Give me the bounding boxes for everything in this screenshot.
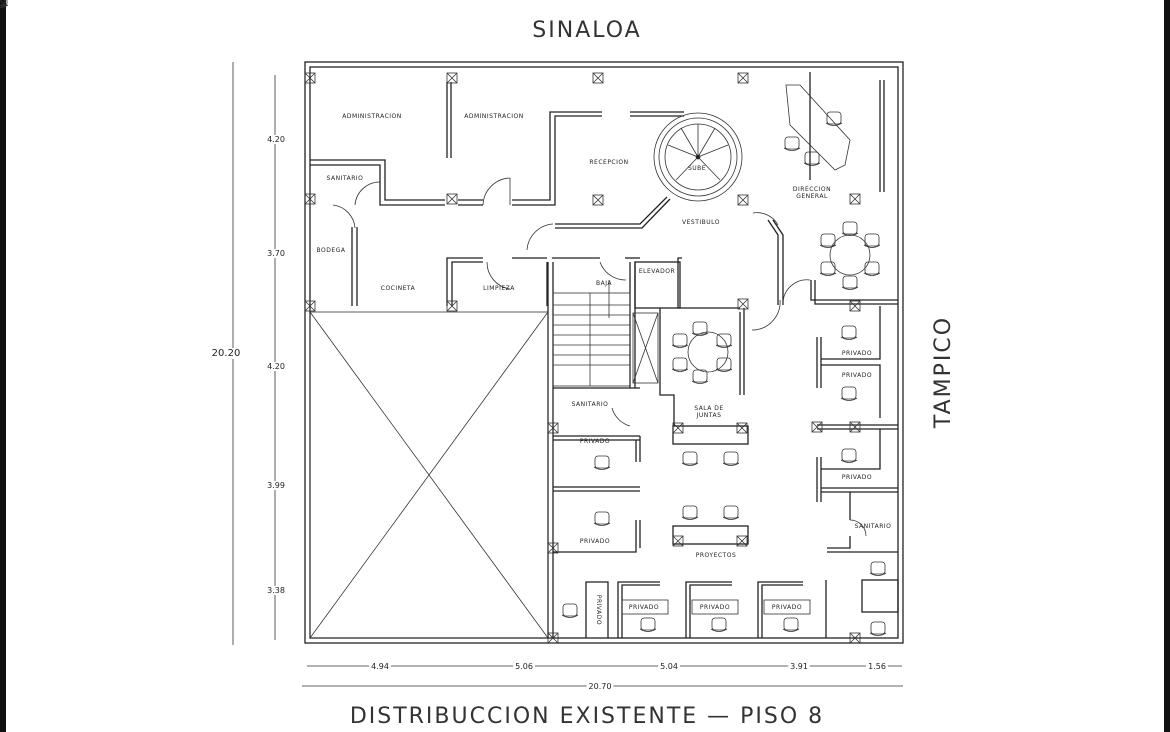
label-privado: PRIVADO bbox=[629, 604, 659, 611]
stair-straight bbox=[552, 280, 631, 387]
label-limpieza: LIMPIEZA bbox=[483, 285, 515, 292]
dim-bottom-1: 4.94 bbox=[371, 662, 389, 671]
label-privado: PRIVADO bbox=[772, 604, 802, 611]
dim-bottom-4: 3.91 bbox=[790, 662, 808, 671]
dim-label-mask bbox=[265, 481, 287, 490]
dim-label-mask bbox=[586, 682, 614, 691]
label-general: GENERAL bbox=[796, 193, 828, 200]
label-privado: PRIVADO bbox=[842, 474, 872, 481]
dim-label-mask bbox=[265, 249, 287, 258]
dimension-left: 4.20 3.70 4.20 3.99 3.38 20.20 bbox=[209, 62, 287, 645]
columns bbox=[0, 0, 861, 644]
room-labels: ADMINISTRACION ADMINISTRACION SANITARIO … bbox=[317, 113, 892, 625]
void-area bbox=[309, 311, 549, 639]
drawing-title: DISTRIBUCCION EXISTENTE — PISO 8 bbox=[350, 704, 824, 729]
dim-bottom-5: 1.56 bbox=[868, 662, 886, 671]
label-sanitario-3: SANITARIO bbox=[855, 523, 892, 530]
label-administracion-1: ADMINISTRACION bbox=[342, 113, 402, 120]
label-bodega: BODEGA bbox=[317, 247, 346, 254]
furniture bbox=[0, 0, 887, 636]
elevator-shaft bbox=[632, 312, 659, 384]
dim-label-mask bbox=[209, 348, 243, 359]
label-privado: PRIVADO bbox=[842, 350, 872, 357]
dim-label-mask bbox=[265, 362, 287, 371]
label-sanitario-1: SANITARIO bbox=[327, 175, 364, 182]
dim-label-mask bbox=[265, 135, 287, 144]
dim-left-5: 3.38 bbox=[267, 586, 285, 595]
label-privado: PRIVADO bbox=[842, 372, 872, 379]
label-administracion-2: ADMINISTRACION bbox=[464, 113, 524, 120]
label-sanitario-2: SANITARIO bbox=[572, 401, 609, 408]
dim-left-total: 20.20 bbox=[212, 348, 241, 359]
label-recepcion: RECEPCION bbox=[589, 159, 628, 166]
dim-bottom-2: 5.06 bbox=[515, 662, 533, 671]
label-sala-de: SALA DE bbox=[694, 405, 723, 412]
dim-label-mask bbox=[369, 662, 391, 671]
label-privado: PRIVADO bbox=[580, 538, 610, 545]
dim-label-mask bbox=[788, 662, 810, 671]
label-juntas: JUNTAS bbox=[696, 412, 722, 419]
street-north: SINALOA bbox=[532, 18, 641, 43]
label-cocineta: COCINETA bbox=[381, 285, 416, 292]
dim-label-mask bbox=[866, 662, 888, 671]
label-privado: PRIVADO bbox=[580, 438, 610, 445]
dim-label-mask bbox=[658, 662, 680, 671]
label-sube: SUBE bbox=[688, 165, 706, 172]
dim-left-3: 4.20 bbox=[267, 362, 285, 371]
spiral-stair bbox=[653, 112, 743, 202]
label-privado: PRIVADO bbox=[700, 604, 730, 611]
label-direccion: DIRECCION bbox=[793, 186, 831, 193]
dim-label-mask bbox=[513, 662, 535, 671]
outer-walls bbox=[304, 61, 904, 644]
street-east: TAMPICO bbox=[931, 316, 956, 429]
label-baja: BAJA bbox=[596, 280, 612, 287]
dimension-bottom: 4.94 5.06 5.04 3.91 1.56 20.70 bbox=[302, 662, 903, 691]
label-proyectos: PROYECTOS bbox=[696, 552, 737, 559]
dim-left-2: 3.70 bbox=[267, 249, 285, 258]
label-vestibulo: VESTIBULO bbox=[682, 219, 720, 226]
dim-label-mask bbox=[265, 586, 287, 595]
dim-bottom-3: 5.04 bbox=[660, 662, 678, 671]
doors bbox=[332, 177, 867, 537]
label-elevador: ELEVADOR bbox=[639, 268, 675, 275]
dim-left-4: 3.99 bbox=[267, 481, 285, 490]
label-privado-vertical: PRIVADO bbox=[595, 595, 602, 625]
dim-left-1: 4.20 bbox=[267, 135, 285, 144]
dim-bottom-total: 20.70 bbox=[589, 682, 612, 691]
